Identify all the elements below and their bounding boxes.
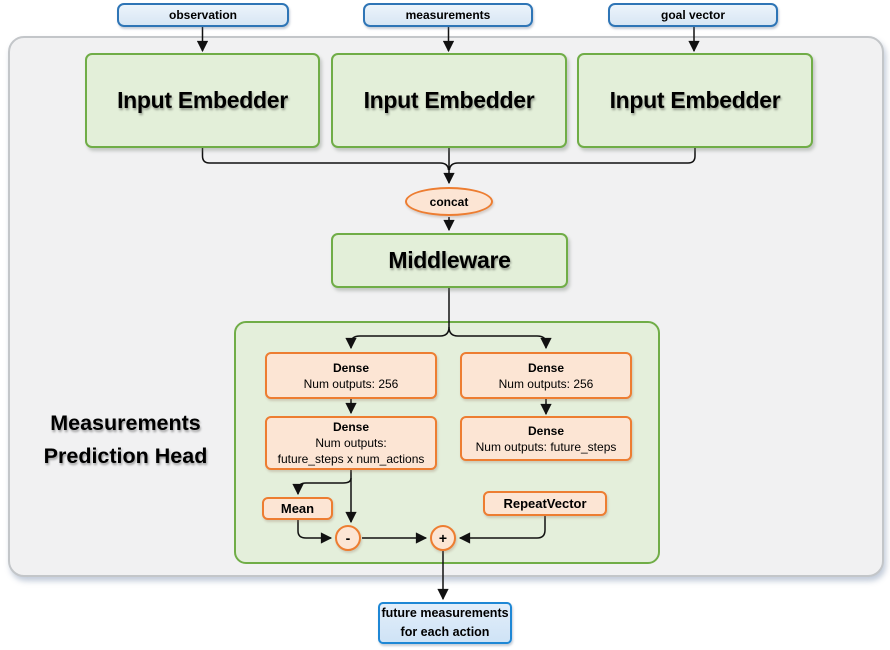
plus-icon: + <box>438 530 448 546</box>
dense-left-2-subtitle-line2: future_steps x num_actions <box>277 452 425 466</box>
prediction-head-title: Measurements Prediction Head <box>28 407 223 473</box>
input-embedder-3-label: Input Embedder <box>609 87 781 113</box>
measurements-label: measurements <box>405 8 491 22</box>
output-node: future measurements for each action <box>378 602 512 644</box>
dense-right-1-subtitle: Num outputs: 256 <box>498 376 594 391</box>
repeat-vector-block: RepeatVector <box>483 491 607 516</box>
add-node: + <box>430 525 456 551</box>
dense-right-2-subtitle: Num outputs: future_steps <box>475 439 617 454</box>
dense-left-1-title: Dense <box>332 360 370 375</box>
input-node-goal-vector: goal vector <box>608 3 778 27</box>
repeat-vector-label: RepeatVector <box>503 496 587 511</box>
input-embedder-1-label: Input Embedder <box>117 87 288 113</box>
goal-vector-label: goal vector <box>660 8 726 22</box>
mean-label: Mean <box>280 501 315 516</box>
dense-right-2-title: Dense <box>527 423 565 438</box>
dense-right-1-title: Dense <box>527 360 565 375</box>
observation-label: observation <box>168 8 237 22</box>
input-embedder-1: Input Embedder <box>85 53 320 148</box>
dense-right-2: Dense Num outputs: future_steps <box>460 416 632 461</box>
dense-left-2: Dense Num outputs: future_steps x num_ac… <box>265 416 437 470</box>
concat-node: concat <box>405 187 493 216</box>
dense-right-1: Dense Num outputs: 256 <box>460 352 632 399</box>
minus-icon: - <box>345 530 351 546</box>
output-label-line1: future measurements <box>381 606 509 620</box>
dense-left-1: Dense Num outputs: 256 <box>265 352 437 399</box>
mean-block: Mean <box>262 497 333 520</box>
output-label-line2: for each action <box>400 625 490 639</box>
prediction-head-title-line2: Prediction Head <box>43 444 208 468</box>
dense-left-2-title: Dense <box>332 420 370 434</box>
subtract-node: - <box>335 525 361 551</box>
middleware-block: Middleware <box>331 233 568 288</box>
input-embedder-3: Input Embedder <box>577 53 813 148</box>
input-node-observation: observation <box>117 3 289 27</box>
concat-label: concat <box>429 194 469 209</box>
middleware-label: Middleware <box>388 247 511 273</box>
input-node-measurements: measurements <box>363 3 533 27</box>
dense-left-1-subtitle: Num outputs: 256 <box>303 376 399 391</box>
input-embedder-2-label: Input Embedder <box>363 87 535 113</box>
dense-left-2-subtitle-line1: Num outputs: <box>315 436 387 450</box>
input-embedder-2: Input Embedder <box>331 53 567 148</box>
prediction-head-title-line1: Measurements <box>50 411 201 435</box>
